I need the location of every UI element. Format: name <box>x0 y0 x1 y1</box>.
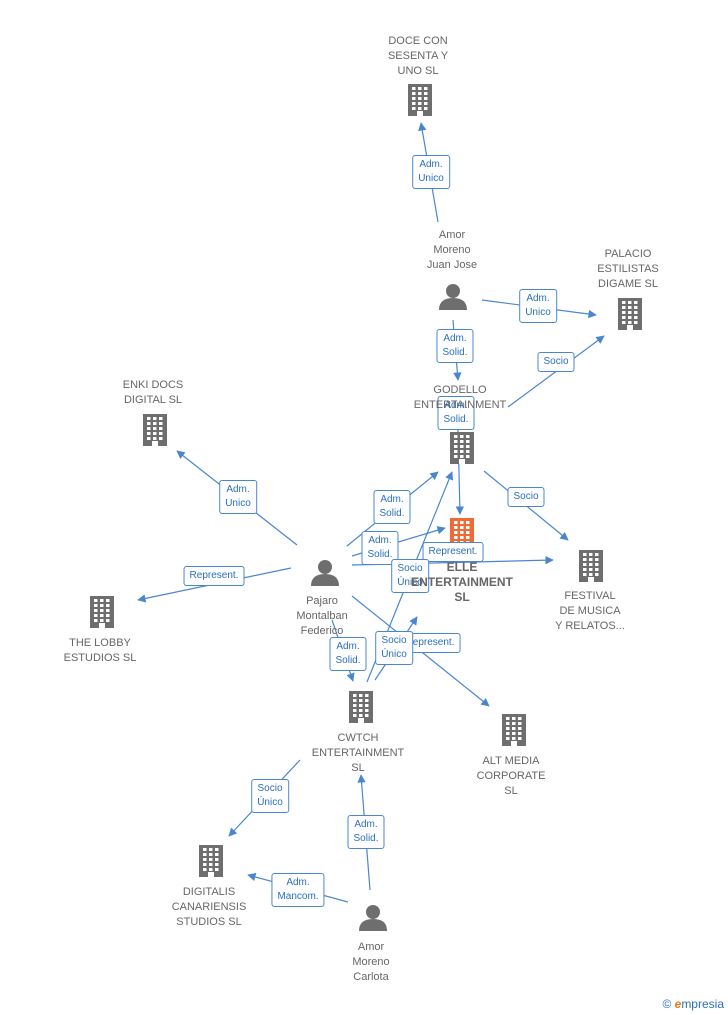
node-label-lobby[interactable]: THE LOBBY ESTUDIOS SL <box>63 637 137 664</box>
building-icon-enki[interactable] <box>143 414 167 446</box>
edge-label-amor_c-to-digitalis[interactable]: Adm. Mancom. <box>271 873 325 907</box>
edge-label-godello-to-festival[interactable]: Socio <box>507 487 545 507</box>
building-icon-lobby[interactable] <box>90 596 114 628</box>
node-label-elle[interactable]: ELLE ENTERTAINMENT SL <box>411 560 513 604</box>
edge-label-cwtch-to-elle[interactable]: Socio Único <box>375 631 413 665</box>
building-icon-digitalis[interactable] <box>199 845 223 877</box>
node-label-altmedia[interactable]: ALT MEDIA CORPORATE SL <box>476 755 546 797</box>
building-icon-godello[interactable] <box>450 432 474 464</box>
person-icon-amor_c[interactable] <box>359 905 387 931</box>
node-label-doce[interactable]: DOCE CON SESENTA Y UNO SL <box>387 35 449 77</box>
building-icon-altmedia[interactable] <box>502 714 526 746</box>
edge-label-amor_jj-to-doce[interactable]: Adm. Unico <box>412 155 450 189</box>
building-icon-festival[interactable] <box>579 550 603 582</box>
person-icon-amor_jj[interactable] <box>439 284 467 310</box>
edge-label-cwtch-to-digitalis[interactable]: Socio Único <box>251 779 289 813</box>
brand-name: mpresia <box>681 997 724 1011</box>
edge-label-pajaro-to-cwtch[interactable]: Adm. Solid. <box>329 637 367 671</box>
building-icon-palacio[interactable] <box>618 298 642 330</box>
nodes-layer <box>90 84 642 931</box>
edge-label-amor_jj-to-palacio[interactable]: Adm. Unico <box>519 289 557 323</box>
building-icon-doce[interactable] <box>408 84 432 116</box>
brand-logo-e: e <box>674 997 682 1011</box>
edge-label-godello-to-elle[interactable]: Adm. Solid. <box>437 396 475 430</box>
node-label-palacio[interactable]: PALACIO ESTILISTAS DIGAME SL <box>597 248 659 290</box>
node-label-digitalis[interactable]: DIGITALIS CANARIENSIS STUDIOS SL <box>171 886 247 928</box>
edge-label-pajaro-to-enki[interactable]: Adm. Unico <box>219 480 257 514</box>
building-icon-cwtch[interactable] <box>349 691 373 723</box>
node-label-pajaro[interactable]: Pajaro Montalban Federico <box>296 595 348 637</box>
node-label-festival[interactable]: FESTIVAL DE MUSICA Y RELATOS... <box>555 590 625 632</box>
node-label-amor_jj[interactable]: Amor Moreno Juan Jose <box>426 229 478 271</box>
node-label-enki[interactable]: ENKI DOCS DIGITAL SL <box>122 379 184 406</box>
node-label-godello[interactable]: GODELLO ENTERTAINMENT <box>413 384 507 411</box>
node-label-amor_c[interactable]: Amor Moreno Carlota <box>352 941 390 983</box>
person-icon-pajaro[interactable] <box>311 560 339 586</box>
edge-label-amor_c-to-cwtch[interactable]: Adm. Solid. <box>347 815 385 849</box>
edge-label-pajaro-to-godello[interactable]: Adm. Solid. <box>373 490 411 524</box>
node-label-cwtch[interactable]: CWTCH ENTERTAINMENT SL <box>311 732 405 774</box>
edge-label-amor_jj-to-godello[interactable]: Adm. Solid. <box>436 329 474 363</box>
edge-label-pajaro-to-festival[interactable]: Represent. <box>422 542 484 562</box>
edge-label-godello-to-palacio[interactable]: Socio <box>537 352 575 372</box>
edge-label-pajaro-to-lobby[interactable]: Represent. <box>183 566 245 586</box>
copyright-symbol: © <box>662 997 672 1011</box>
edge-label-cwtch-to-godello[interactable]: Socio Único <box>391 559 429 593</box>
empresia-brand[interactable]: © empresia <box>662 997 724 1011</box>
